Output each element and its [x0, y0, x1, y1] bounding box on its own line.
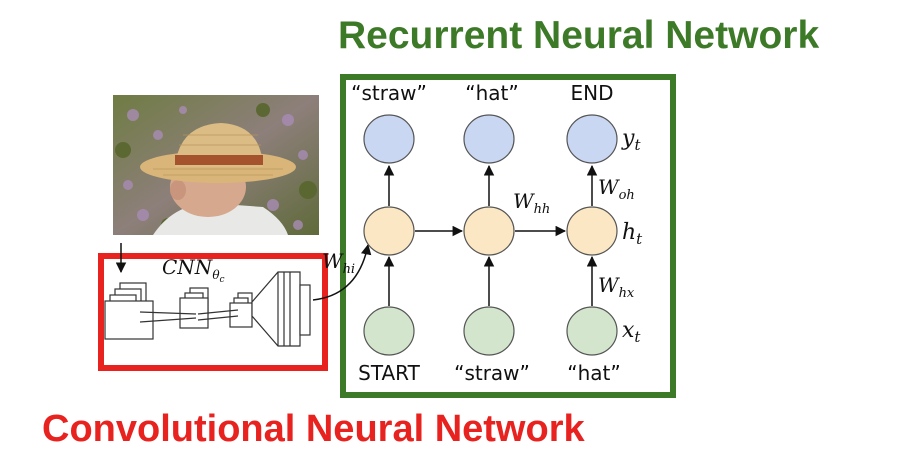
cnn-to-rnn-arrow	[312, 243, 372, 301]
output-label-1: “straw”	[351, 81, 427, 105]
input-label-3: “hat”	[567, 361, 621, 385]
hidden-node-2	[463, 206, 515, 256]
hidden-node-3	[566, 206, 618, 256]
whi-label: Whi	[322, 249, 355, 277]
hidden-node-1	[363, 206, 415, 256]
output-node-2	[463, 114, 515, 164]
cnn-label: CNNθc	[162, 255, 225, 285]
photo-man-straw-hat	[113, 95, 319, 235]
rnn-title: Recurrent Neural Network	[338, 14, 820, 57]
output-node-3	[566, 114, 618, 164]
weight-woh: Woh	[598, 175, 635, 203]
symbol-yt: yt	[621, 126, 641, 154]
output-node-1	[363, 114, 415, 164]
input-label-2: “straw”	[454, 361, 530, 385]
cnn-box	[98, 253, 328, 371]
cnn-drawing	[104, 271, 311, 347]
input-node-1	[363, 306, 415, 356]
input-label-1: START	[358, 361, 420, 385]
output-label-3: END	[571, 81, 614, 105]
symbol-ht: ht	[622, 220, 643, 248]
input-node-2	[463, 306, 515, 356]
cnn-title: Convolutional Neural Network	[42, 408, 585, 450]
weight-whx: Whx	[598, 273, 635, 301]
symbol-xt: xt	[622, 318, 641, 346]
rnn-box	[340, 74, 676, 398]
weight-whh: Whh	[513, 189, 550, 217]
input-node-3	[566, 306, 618, 356]
output-label-2: “hat”	[465, 81, 519, 105]
